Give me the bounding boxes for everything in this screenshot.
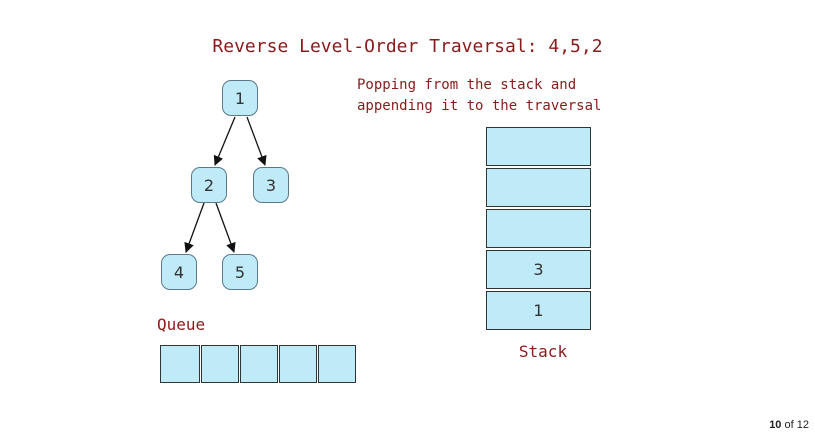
tree-node-5: 5 <box>222 254 258 290</box>
edge-2-5 <box>215 202 236 253</box>
edge-1-3 <box>246 116 267 166</box>
queue-cell <box>240 345 278 383</box>
step-description: Popping from the stack and appending it … <box>357 75 601 117</box>
queue <box>160 345 357 383</box>
slide-pager: 10 of 12 <box>769 419 809 431</box>
pager-current: 10 <box>769 419 782 431</box>
queue-cell <box>160 345 200 383</box>
queue-cell <box>201 345 239 383</box>
tree-node-1: 1 <box>222 80 258 116</box>
stack-cell <box>486 168 591 207</box>
stack: 3 1 <box>486 127 591 332</box>
pager-total: 12 <box>796 419 809 431</box>
queue-cell <box>279 345 317 383</box>
stack-cell: 1 <box>486 291 591 330</box>
pager-separator: of <box>784 419 794 431</box>
tree-node-2: 2 <box>191 167 227 203</box>
stack-cell <box>486 209 591 248</box>
diagram-title: Reverse Level-Order Traversal: 4,5,2 <box>212 36 603 57</box>
tree-node-3: 3 <box>253 167 289 203</box>
stack-label: Stack <box>518 342 568 361</box>
queue-cell <box>318 345 356 383</box>
edge-1-2 <box>213 116 236 166</box>
stack-cell: 3 <box>486 250 591 289</box>
step-description-line-1: Popping from the stack and <box>357 77 577 93</box>
stack-cell <box>486 127 591 166</box>
step-description-line-2: appending it to the traversal <box>357 98 602 114</box>
edge-2-4 <box>184 202 205 253</box>
queue-label: Queue <box>157 315 206 334</box>
tree-node-4: 4 <box>161 254 197 290</box>
